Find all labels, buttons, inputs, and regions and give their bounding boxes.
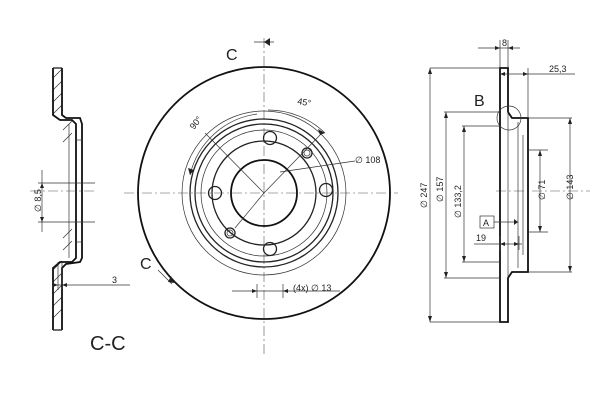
hat-thickness-dim: 3 xyxy=(112,275,117,285)
angle-45-dim: 45° xyxy=(297,96,313,108)
hole-pattern-dim: (4x) ∅ 13 xyxy=(293,283,331,293)
disc-thickness-dim: 8 xyxy=(502,38,507,48)
diameter-71-dim: ∅ 71 xyxy=(537,180,547,200)
datum-a-label: A xyxy=(483,218,489,228)
section-view-label: C-C xyxy=(90,333,126,355)
side-view: B 8 25,3 ∅ 247 ∅ 157 ∅ 133,2 xyxy=(419,38,590,323)
hub-bore-diameter-dim: ∅ 8,5 xyxy=(33,189,43,212)
height-19-dim: 19 xyxy=(476,233,486,243)
detail-b-label: B xyxy=(474,93,485,110)
bolt-hole-right xyxy=(318,182,334,198)
section-view-c-c: ∅ 8,5 3 C-C xyxy=(30,67,130,355)
bolt-hole-top xyxy=(262,130,278,146)
bolt-hole-bottom xyxy=(262,241,278,257)
section-marker-bottom: C xyxy=(140,256,152,273)
detail-b-circle xyxy=(496,105,522,131)
diameter-133-dim: ∅ 133,2 xyxy=(453,185,463,218)
angle-90-dim: 90° xyxy=(188,114,205,131)
friction-inner-diameter-dim: ∅ 157 xyxy=(435,177,445,202)
pcd-dim: ∅ 108 xyxy=(355,155,380,165)
bolt-hole-left xyxy=(207,185,223,201)
front-view: 90° 45° ∅ 108 (4x) ∅ 13 C C xyxy=(124,38,398,355)
diameter-143-dim: ∅ 143 xyxy=(565,175,575,200)
offset-dim: 25,3 xyxy=(549,64,567,74)
outer-diameter-dim: ∅ 247 xyxy=(419,183,429,208)
section-marker-top: C xyxy=(226,47,238,64)
